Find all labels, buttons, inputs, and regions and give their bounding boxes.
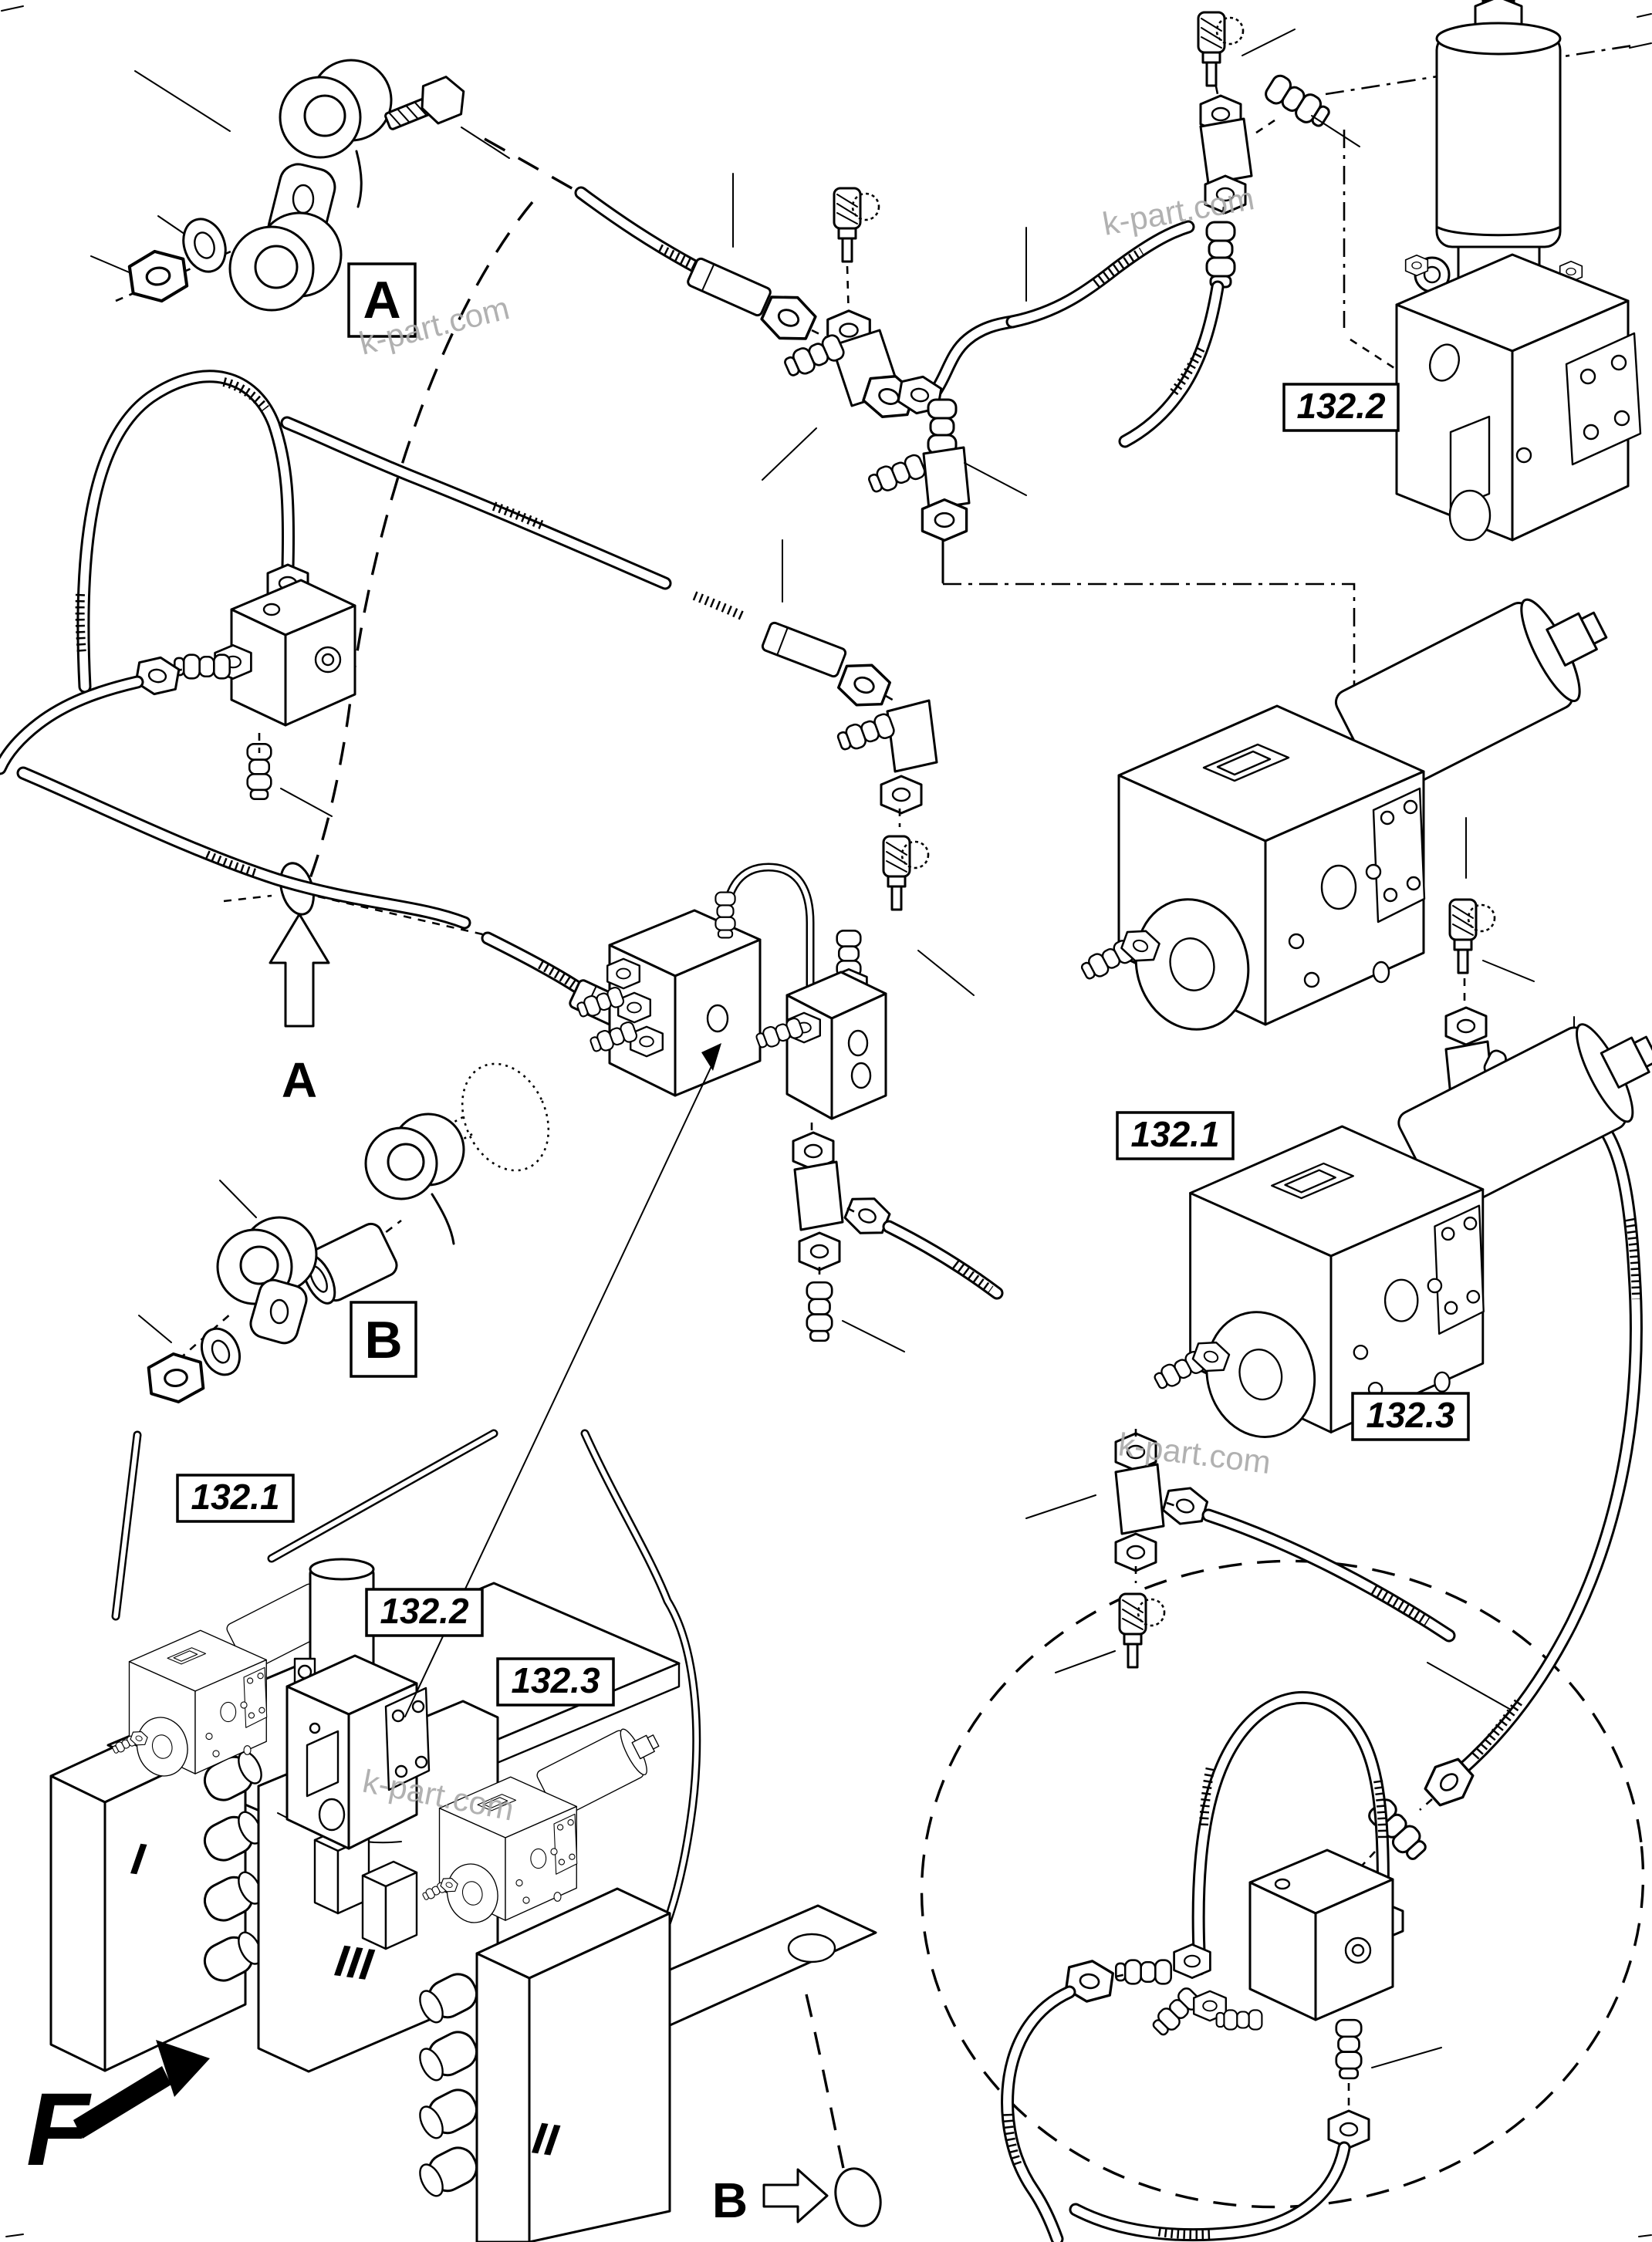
top-hose-assembly — [574, 173, 1195, 542]
installed-overview: I III II — [26, 1043, 877, 2242]
left-hose-loop-assembly — [0, 370, 471, 930]
part-ref-boxes: 132.2 132.1 132.3 132.1 132.2 132.3 — [176, 383, 1470, 1707]
part-ref-132-2-top: 132.2 — [1282, 383, 1400, 432]
detail-a-clamp-kit — [90, 59, 510, 312]
part-ref-132-3-right: 132.3 — [1351, 1392, 1470, 1441]
part-ref-132-2-install-label: 132.2 — [380, 1591, 469, 1631]
part-ref-132-1-install-label: 132.1 — [191, 1477, 279, 1517]
part-ref-132-3-install: 132.3 — [496, 1657, 615, 1707]
detail-a-label: A — [363, 271, 400, 329]
view-a-label: A — [282, 1052, 317, 1108]
detail-b-clamp-kit — [138, 1062, 550, 1406]
pump-unit-132-3 — [1025, 999, 1652, 1710]
part-ref-132-2-install: 132.2 — [365, 1588, 484, 1637]
valve-unit-132-2 — [1395, 0, 1642, 542]
view-b-label: B — [712, 2173, 748, 2228]
detail-b-label: B — [364, 1311, 402, 1369]
part-ref-132-3-right-label: 132.3 — [1366, 1395, 1455, 1435]
bottom-right-loop-assembly — [1001, 1690, 1442, 2242]
middle-hose-test-point — [280, 416, 975, 996]
detail-a-callout: A — [347, 262, 417, 338]
part-ref-132-1-mid-label: 132.1 — [1130, 1114, 1219, 1154]
installed-valve-132-2 — [285, 1558, 431, 1850]
part-ref-132-1-mid: 132.1 — [1116, 1111, 1235, 1160]
detail-b-callout: B — [350, 1301, 417, 1378]
view-arrow-a: A — [269, 913, 330, 1108]
bolt — [384, 76, 465, 130]
part-ref-132-2-top-label: 132.2 — [1296, 386, 1386, 426]
part-ref-132-1-install: 132.1 — [176, 1474, 295, 1523]
center-manifold-assembly — [481, 863, 1004, 1352]
part-ref-132-3-install-label: 132.3 — [511, 1660, 600, 1700]
top-right-tee-assembly — [1118, 11, 1360, 448]
view-arrow-b: B — [712, 2167, 882, 2228]
view-f-label: F — [26, 2072, 92, 2187]
bank-3-label: III — [332, 1936, 377, 1990]
